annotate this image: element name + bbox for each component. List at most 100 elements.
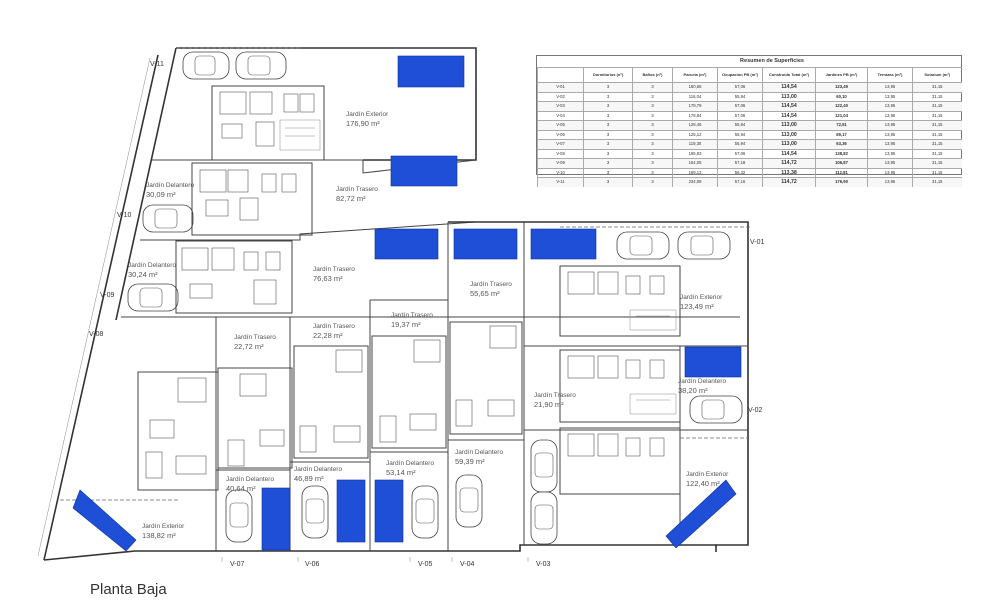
- table-cell: 128,46: [672, 120, 718, 130]
- table-cell: V-09: [537, 158, 584, 168]
- table-cell: 169,13: [672, 167, 718, 178]
- table-cell: 114,54: [762, 82, 816, 92]
- site-boundary-east: [448, 221, 749, 552]
- table-cell: 13,95: [867, 101, 913, 111]
- table-cell: 113,00: [762, 129, 816, 140]
- road-axis: [60, 47, 750, 501]
- table-cell: 31,15: [912, 110, 962, 121]
- svg-text:22,72 m²: 22,72 m²: [234, 342, 264, 351]
- table-cell: 119,30: [672, 139, 718, 149]
- car-icon: [411, 485, 439, 539]
- table-cell: V-10: [537, 167, 584, 178]
- villa-v08-plan: [137, 371, 219, 491]
- table-cell: 3: [583, 101, 633, 111]
- table-cell: 3: [583, 167, 633, 178]
- table-cell: V-11: [537, 177, 584, 187]
- table-cell: 114,54: [762, 148, 816, 159]
- street-line-west: [37, 57, 151, 557]
- table-cell: 164,05: [672, 158, 718, 168]
- villa-tag: V-03: [536, 561, 551, 568]
- table-cell: 3: [632, 148, 673, 159]
- svg-text:Jardín Trasero: Jardín Trasero: [313, 323, 355, 330]
- pool: [397, 55, 465, 88]
- summary-header-cell: Baños (nº): [632, 67, 673, 83]
- table-cell: 114,54: [762, 101, 816, 111]
- table-cell: 3: [583, 177, 633, 187]
- table-cell: V-01: [537, 82, 584, 92]
- car-icon: [689, 395, 743, 424]
- pool: [261, 487, 291, 551]
- villa-v07-plan: [217, 367, 293, 469]
- pool: [684, 346, 742, 378]
- table-cell: 116,04: [672, 91, 718, 102]
- table-cell: 3: [583, 129, 633, 140]
- pool: [453, 228, 518, 260]
- svg-text:46,89 m²: 46,89 m²: [294, 474, 324, 483]
- lot-divider: [140, 221, 477, 241]
- villa-tag: V-02: [748, 407, 763, 414]
- svg-text:123,49 m²: 123,49 m²: [680, 302, 714, 311]
- table-cell: 113,38: [762, 167, 816, 178]
- table-cell: 69,17: [815, 129, 868, 140]
- table-cell: 138,82: [815, 148, 868, 159]
- table-cell: 3: [632, 158, 673, 168]
- svg-text:122,40 m²: 122,40 m²: [686, 479, 720, 488]
- table-cell: 13,95: [867, 148, 913, 159]
- table-cell: 106,87: [815, 158, 868, 168]
- table-cell: V-03: [537, 101, 584, 111]
- table-cell: 3: [632, 167, 673, 178]
- summary-header-cell: [537, 67, 584, 83]
- table-cell: 3: [583, 120, 633, 130]
- villa-tag: V-05: [418, 561, 433, 568]
- table-cell: 13,95: [867, 110, 913, 121]
- pool: [665, 479, 737, 549]
- table-cell: 13,95: [867, 91, 913, 102]
- table-cell: 3: [583, 158, 633, 168]
- villa-tag: V-06: [305, 561, 320, 568]
- table-cell: 3: [632, 139, 673, 149]
- table-cell: 179,79: [672, 101, 718, 111]
- car-icon: [182, 51, 230, 80]
- car-icon: [225, 489, 253, 543]
- table-cell: 31,15: [912, 177, 962, 187]
- villa-tag: V-07: [230, 561, 245, 568]
- villa-tag: V-08: [89, 331, 104, 338]
- svg-text:Jardín Exterior: Jardín Exterior: [686, 471, 729, 478]
- table-cell: 3: [632, 110, 673, 121]
- summary-grid: Dormitorios (nº)Baños (nº)Parcela (m²)Oc…: [537, 67, 962, 187]
- svg-text:55,65 m²: 55,65 m²: [470, 289, 500, 298]
- table-cell: V-02: [537, 91, 584, 102]
- summary-header-cell: Ocupación PB (m²): [717, 67, 763, 83]
- svg-text:Jardín Trasero: Jardín Trasero: [313, 266, 355, 273]
- table-cell: 13,95: [867, 120, 913, 130]
- table-cell: 31,15: [912, 158, 962, 168]
- pool: [530, 228, 597, 260]
- svg-text:38,20 m²: 38,20 m²: [678, 386, 708, 395]
- car-icon: [677, 231, 731, 260]
- table-cell: 3: [632, 129, 673, 140]
- table-cell: 31,15: [912, 91, 962, 102]
- villa-v05-plan: [371, 335, 447, 449]
- table-cell: V-06: [537, 129, 584, 140]
- table-cell: 113,00: [762, 120, 816, 130]
- car-icon: [616, 231, 670, 260]
- pool: [374, 479, 404, 543]
- villa-v01-plan: [559, 265, 681, 337]
- table-cell: 55,94: [717, 129, 763, 140]
- car-icon: [530, 439, 558, 493]
- pool: [390, 155, 458, 187]
- svg-text:59,39 m²: 59,39 m²: [455, 457, 485, 466]
